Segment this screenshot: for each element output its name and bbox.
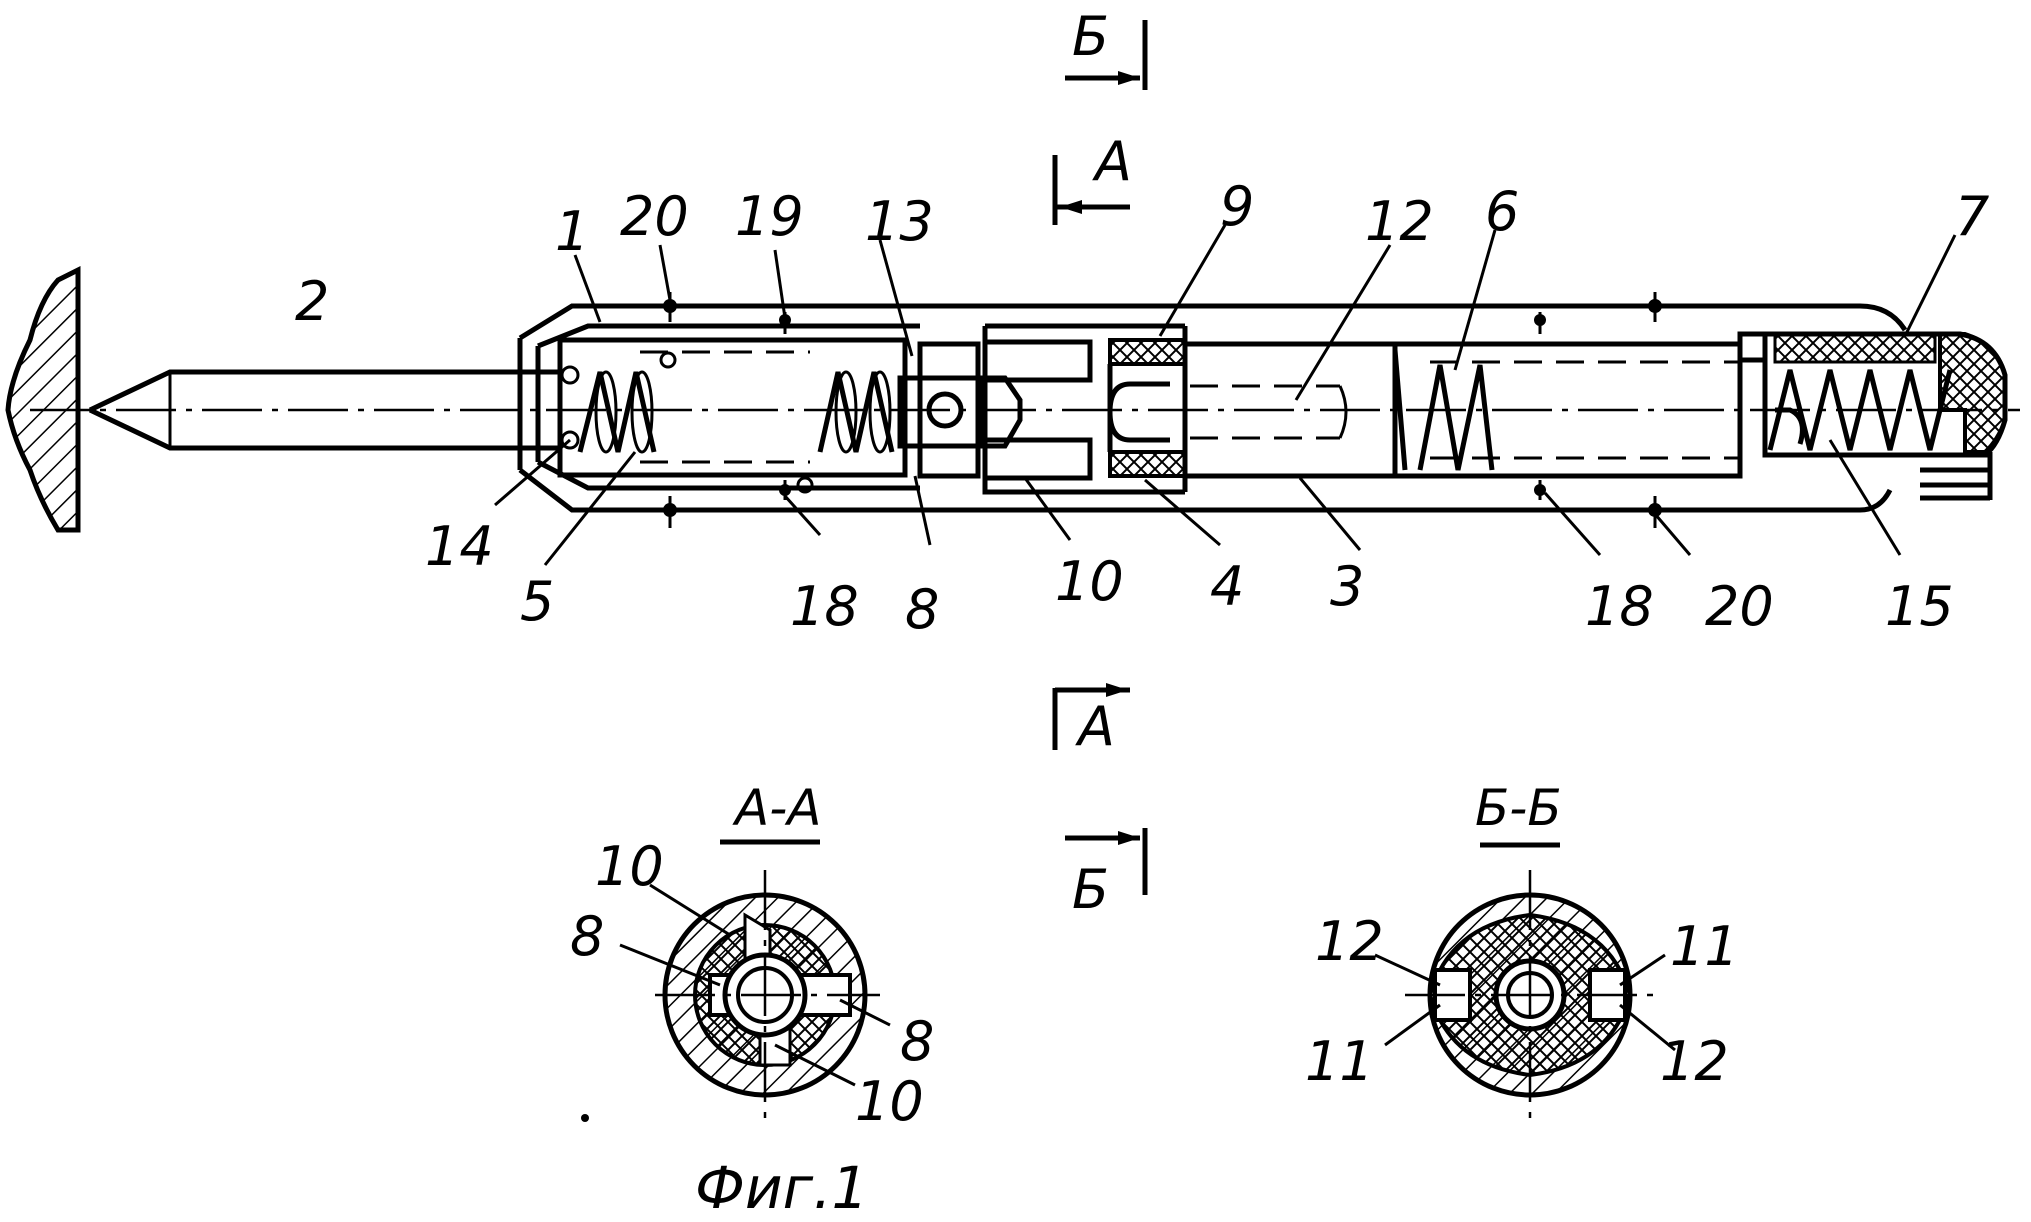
callout-10: 10 xyxy=(1055,550,1124,613)
rivet-bottom-4 xyxy=(1648,496,1662,528)
sleeve-middle xyxy=(982,323,1188,495)
bb-callout-12-left: 12 xyxy=(1315,910,1384,973)
rivet-bottom-3 xyxy=(1534,480,1546,500)
callout-20-right: 20 xyxy=(1705,575,1774,638)
bb-callout-12-right: 12 xyxy=(1660,1030,1729,1093)
sleeve-left xyxy=(557,337,908,494)
callout-2: 2 xyxy=(295,270,329,333)
section-title-bb: Б-Б xyxy=(1475,779,1562,837)
spring-part-5 xyxy=(577,370,895,454)
rivet-top-4 xyxy=(1648,292,1662,322)
aa-callout-8-right: 8 xyxy=(900,1010,934,1073)
rivet-bottom-1 xyxy=(663,496,677,528)
stray-dot xyxy=(581,1114,589,1122)
section-view-aa: А-А 10 8 8 10 xyxy=(570,779,934,1133)
figure-caption: Фиг.1 xyxy=(695,1154,868,1222)
callout-1: 1 xyxy=(555,200,589,263)
aa-callout-8-left: 8 xyxy=(570,905,604,968)
callout-19: 19 xyxy=(735,185,804,248)
leader-lines xyxy=(494,224,1957,566)
callout-5: 5 xyxy=(520,570,554,633)
callout-12: 12 xyxy=(1365,190,1434,253)
callout-4: 4 xyxy=(1210,555,1244,618)
callout-18-right: 18 xyxy=(1585,575,1654,638)
housing-part-1 xyxy=(517,303,1908,513)
callout-labels: 1 2 3 4 5 6 7 8 9 10 12 13 14 15 18 18 1… xyxy=(295,175,1989,641)
section-mark-label: Б xyxy=(1072,858,1109,921)
callout-20-left: 20 xyxy=(620,185,689,248)
bb-callout-11-right: 11 xyxy=(1670,915,1739,978)
callout-3: 3 xyxy=(1330,555,1364,618)
callout-6: 6 xyxy=(1485,180,1519,243)
section-mark-a-bottom: А xyxy=(1052,683,1130,758)
bb-callout-11-left: 11 xyxy=(1305,1030,1374,1093)
rod-part-2 xyxy=(88,369,560,451)
section-mark-a-top: А xyxy=(1052,130,1132,225)
cap-part-7 xyxy=(1762,331,2008,501)
section-mark-b-top: Б xyxy=(1065,5,1148,90)
section-mark-label: А xyxy=(1092,130,1132,193)
callout-9: 9 xyxy=(1220,175,1254,238)
workpiece-wall xyxy=(5,265,81,533)
callout-13: 13 xyxy=(865,190,934,253)
section-title-aa: А-А xyxy=(732,779,821,837)
block-part-13 xyxy=(897,341,1023,479)
callout-15: 15 xyxy=(1885,575,1954,638)
rivet-top-3 xyxy=(1534,312,1546,334)
section-mark-label: А xyxy=(1075,695,1115,758)
callout-18-left: 18 xyxy=(790,575,859,638)
section-view-bb: Б-Б 12 11 11 12 xyxy=(1305,779,1739,1120)
aa-callout-10-top: 10 xyxy=(595,835,664,898)
section-mark-b-bottom: Б xyxy=(1065,828,1148,921)
callout-14: 14 xyxy=(425,515,494,578)
sleeve-right xyxy=(1392,331,1768,479)
callout-7: 7 xyxy=(1955,185,1989,248)
aa-callout-10-bottom: 10 xyxy=(855,1070,924,1133)
section-mark-label: Б xyxy=(1072,5,1109,68)
callout-8: 8 xyxy=(905,578,939,641)
